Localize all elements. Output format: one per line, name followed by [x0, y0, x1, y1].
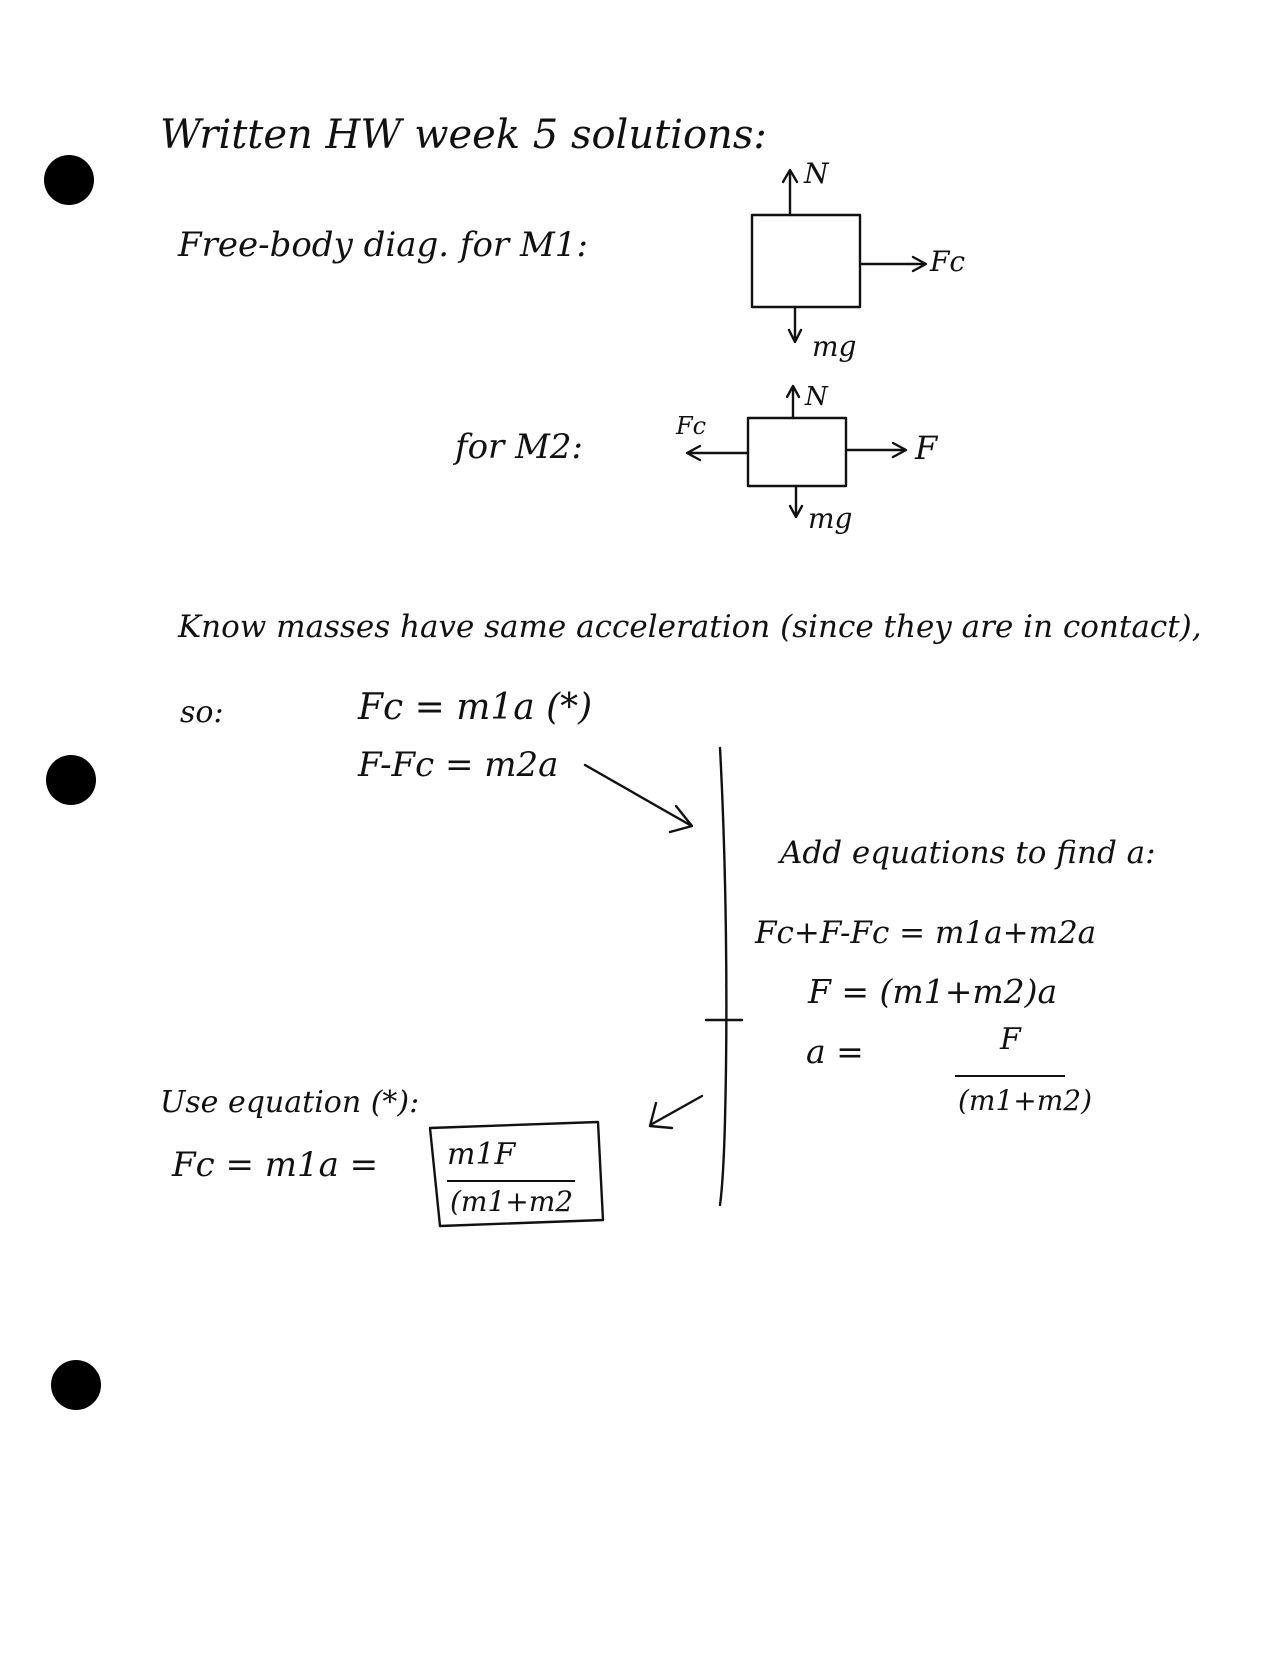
equation-1: Fc = m1a (*): [358, 687, 593, 728]
equation-2: F-Fc = m2a: [358, 745, 559, 785]
punch-hole-middle: [46, 755, 96, 805]
use-equation-label: Use equation (*):: [160, 1085, 420, 1120]
page-title: Written HW week 5 solutions:: [160, 112, 767, 158]
final-fraction-bar: [447, 1180, 575, 1182]
vertical-divider: [718, 746, 728, 1207]
reasoning-text: Know masses have same acceleration (sinc…: [178, 609, 1202, 645]
answer-box: [428, 1120, 605, 1228]
m2-weight-label: mg: [808, 502, 853, 535]
simplified-equation: F = (m1+m2)a: [808, 972, 1058, 1011]
m1-block: [750, 213, 862, 309]
m1-weight-arrowhead: [787, 328, 803, 344]
a-label: a =: [806, 1032, 864, 1071]
m1-contact-arrowhead: [911, 255, 928, 273]
m1-normal-label: N: [804, 157, 829, 190]
sum-equation: Fc+F-Fc = m1a+m2a: [755, 915, 1097, 951]
m2-contact-arrowhead: [685, 444, 702, 462]
arrow-to-use: [650, 1094, 704, 1126]
m2-weight-arrowhead: [788, 504, 804, 519]
arrow-to-add-head: [668, 804, 694, 834]
so-label: so:: [180, 695, 224, 730]
final-numerator: m1F: [447, 1137, 516, 1172]
a-denominator: (m1+m2): [958, 1084, 1093, 1117]
m1-normal-arrowhead: [781, 168, 799, 184]
fbd-m2-label: for M2:: [455, 427, 584, 467]
a-numerator: F: [1000, 1022, 1021, 1057]
arrow-to-add: [583, 763, 692, 827]
m2-applied-arrowhead: [891, 441, 908, 459]
m1-contact-label: Fc: [930, 245, 966, 278]
a-fraction-bar: [955, 1075, 1065, 1077]
punch-hole-bottom: [51, 1360, 101, 1410]
final-denominator: (m1+m2: [450, 1185, 574, 1218]
m1-weight-label: mg: [812, 330, 857, 363]
fbd-m1-label: Free-body diag. for M1:: [178, 225, 588, 265]
m2-normal-label: N: [805, 382, 828, 412]
add-equations-heading: Add equations to find a:: [780, 835, 1156, 871]
m2-block: [746, 416, 848, 488]
m2-contact-label: Fc: [676, 412, 707, 440]
m2-applied-label: F: [915, 429, 938, 467]
arrow-to-use-head: [648, 1101, 674, 1130]
final-lhs: Fc = m1a =: [172, 1145, 379, 1185]
punch-hole-top: [44, 155, 94, 205]
m2-normal-arrowhead: [785, 384, 801, 399]
